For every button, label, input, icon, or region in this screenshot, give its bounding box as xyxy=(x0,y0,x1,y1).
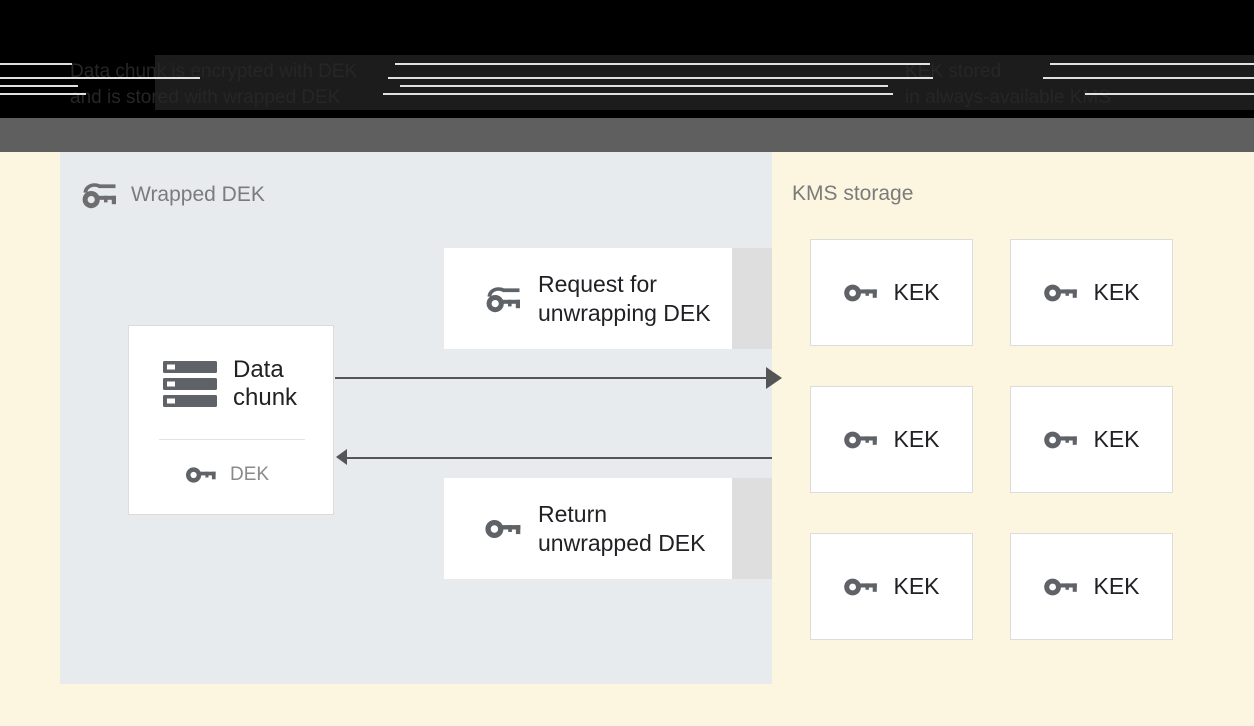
key-icon xyxy=(1043,281,1079,305)
wrapped-dek-panel: Wrapped DEK Data chunk xyxy=(60,152,782,684)
kek-card: KEK xyxy=(1010,533,1173,640)
return-arrow-line xyxy=(343,457,772,459)
kek-label: KEK xyxy=(1093,573,1140,599)
kek-card: KEK xyxy=(1010,239,1173,346)
scanline xyxy=(1050,63,1254,65)
scanline xyxy=(0,85,78,87)
scanline xyxy=(383,93,893,95)
scanline xyxy=(400,85,888,87)
key-icon xyxy=(1043,428,1079,452)
data-chunk-label: Data chunk xyxy=(233,356,298,411)
wrapped-key-icon xyxy=(484,284,522,314)
caption-right: KEK stored in always-available KMS xyxy=(905,59,1111,110)
caption-right-line-1: KEK stored xyxy=(905,61,1002,82)
storage-icon xyxy=(161,358,219,410)
key-icon xyxy=(185,464,217,486)
key-icon xyxy=(843,575,879,599)
card-tail xyxy=(732,478,772,579)
caption-left-line-1: Data chunk is encrypted with DEK xyxy=(70,61,358,82)
scanline xyxy=(388,77,933,79)
wrapped-dek-title: Wrapped DEK xyxy=(80,180,265,210)
dek-label: DEK xyxy=(230,464,270,485)
data-chunk-header: Data chunk xyxy=(161,356,333,412)
kek-label: KEK xyxy=(893,426,940,452)
kek-card: KEK xyxy=(810,386,973,493)
scanline xyxy=(395,63,930,65)
request-arrow-head xyxy=(766,367,782,389)
key-icon xyxy=(843,428,879,452)
scanline xyxy=(0,93,86,95)
caption-right-line-2: in always-available KMS xyxy=(905,87,1111,108)
kms-storage-title: KMS storage xyxy=(792,182,914,205)
kek-card: KEK xyxy=(810,239,973,346)
wrapped-key-icon xyxy=(80,180,118,210)
wrapped-dek-title-label: Wrapped DEK xyxy=(131,183,265,206)
scanline xyxy=(1085,93,1254,95)
return-arrow-head xyxy=(336,449,347,465)
request-unwrap-label: Request for unwrapping DEK xyxy=(538,270,711,326)
kek-card: KEK xyxy=(1010,386,1173,493)
scanline xyxy=(1043,77,1254,79)
card-divider xyxy=(159,439,305,440)
scanline xyxy=(0,63,72,65)
dek-row: DEK xyxy=(185,464,269,486)
key-icon xyxy=(1043,575,1079,599)
kek-label: KEK xyxy=(1093,279,1140,305)
caption-left-line-2: and is stored with wrapped DEK xyxy=(70,87,341,108)
kek-grid: KEK KEK xyxy=(810,239,1173,640)
video-letterbox-top xyxy=(0,0,1254,55)
caption-band: Data chunk is encrypted with DEK and is … xyxy=(0,55,1254,110)
kek-label: KEK xyxy=(1093,426,1140,452)
kek-label: KEK xyxy=(893,279,940,305)
request-arrow-line xyxy=(335,377,772,379)
diagram-canvas: Wrapped DEK Data chunk xyxy=(0,152,1254,726)
kek-card: KEK xyxy=(810,533,973,640)
player-control-bar xyxy=(0,110,1254,152)
card-tail xyxy=(732,248,772,349)
return-unwrapped-label: Return unwrapped DEK xyxy=(538,500,706,556)
scanline xyxy=(0,77,200,79)
return-unwrapped-card: Return unwrapped DEK xyxy=(444,478,772,579)
key-icon xyxy=(843,281,879,305)
caption-left: Data chunk is encrypted with DEK and is … xyxy=(70,59,357,110)
request-unwrap-card: Request for unwrapping DEK xyxy=(444,248,772,349)
key-icon xyxy=(484,516,522,542)
kek-label: KEK xyxy=(893,573,940,599)
data-chunk-card: Data chunk DEK xyxy=(128,325,334,515)
